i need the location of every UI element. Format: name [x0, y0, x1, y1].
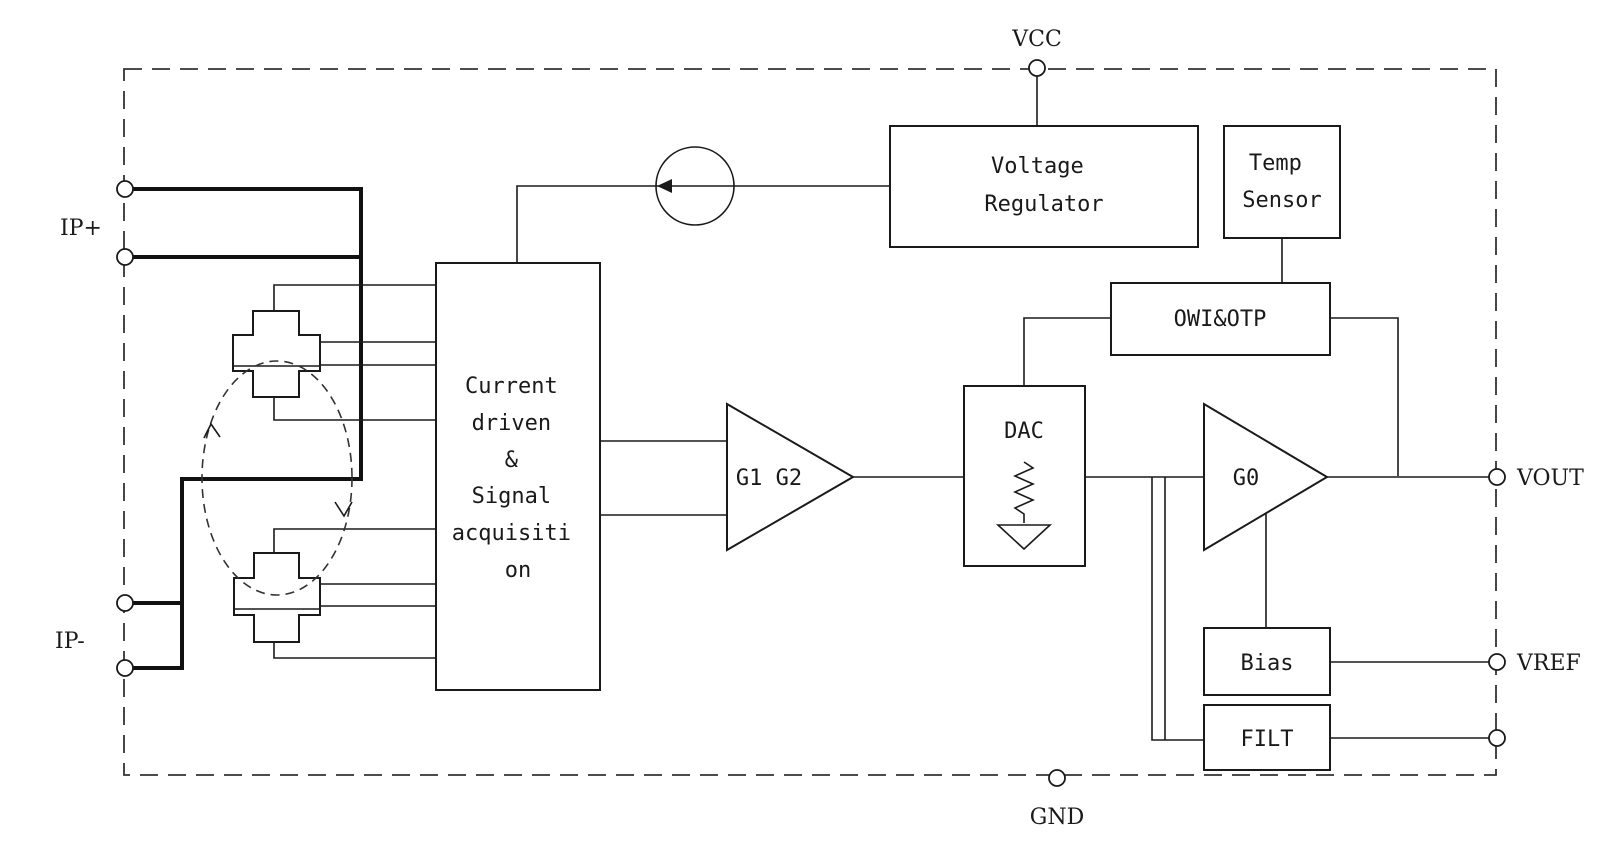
- dac-label: DAC: [1004, 419, 1044, 444]
- filt-block: FILT: [1203, 704, 1331, 771]
- filt-wires: [1151, 477, 1204, 741]
- owi-otp-label: OWI&OTP: [1174, 307, 1267, 332]
- bias-block: Bias: [1203, 627, 1331, 696]
- ip-minus-pin-1[interactable]: [116, 594, 134, 612]
- current-driven-label: Current driven & Signal acquisiti on: [452, 374, 584, 583]
- gnd-label: GND: [1030, 805, 1084, 830]
- ip-minus-pin-2[interactable]: [116, 659, 134, 677]
- hall-element-upper: [232, 284, 436, 421]
- voltage-regulator-block: Voltage Regulator: [889, 125, 1199, 248]
- hall-element-lower: [233, 528, 436, 659]
- owi-otp-block: OWI&OTP: [1110, 282, 1331, 356]
- filt-label: FILT: [1241, 727, 1294, 752]
- voltage-regulator-label: Voltage Regulator: [984, 154, 1103, 217]
- vref-pin[interactable]: [1488, 653, 1506, 671]
- vcc-pin[interactable]: [1028, 59, 1046, 77]
- gain-amplifier: G1 G2: [726, 402, 855, 552]
- resistor-to-ground-icon: [995, 461, 1053, 551]
- gnd-pin[interactable]: [1048, 769, 1066, 787]
- primary-conductor: [133, 187, 363, 670]
- vout-pin[interactable]: [1488, 468, 1506, 486]
- ip-plus-label: IP+: [60, 216, 102, 241]
- chip-boundary: [123, 68, 1497, 776]
- vcc-label: VCC: [1011, 27, 1062, 52]
- ip-minus-label: IP-: [55, 629, 85, 654]
- output-amplifier: G0: [1203, 402, 1329, 552]
- gain-amplifier-label: G1 G2: [736, 466, 802, 491]
- current-driven-block: Current driven & Signal acquisiti on: [435, 262, 601, 691]
- filt-pin[interactable]: [1488, 729, 1506, 747]
- temp-sensor-label: Temp Sensor: [1242, 151, 1321, 213]
- vref-label: VREF: [1516, 651, 1581, 676]
- output-amplifier-label: G0: [1233, 466, 1260, 491]
- vout-label: VOUT: [1516, 466, 1584, 491]
- signal-to-gain-wires: [600, 440, 727, 516]
- magnetic-field-loop: [201, 360, 353, 596]
- ip-plus-pin-1[interactable]: [116, 180, 134, 198]
- ip-plus-pin-2[interactable]: [116, 248, 134, 266]
- dac-block: DAC: [963, 385, 1086, 567]
- temp-sensor-block: Temp Sensor: [1223, 125, 1341, 239]
- current-source-symbol: [655, 146, 735, 226]
- bias-label: Bias: [1241, 651, 1294, 676]
- supply-wire: [516, 185, 890, 263]
- otp-control-wires: [1023, 317, 1399, 476]
